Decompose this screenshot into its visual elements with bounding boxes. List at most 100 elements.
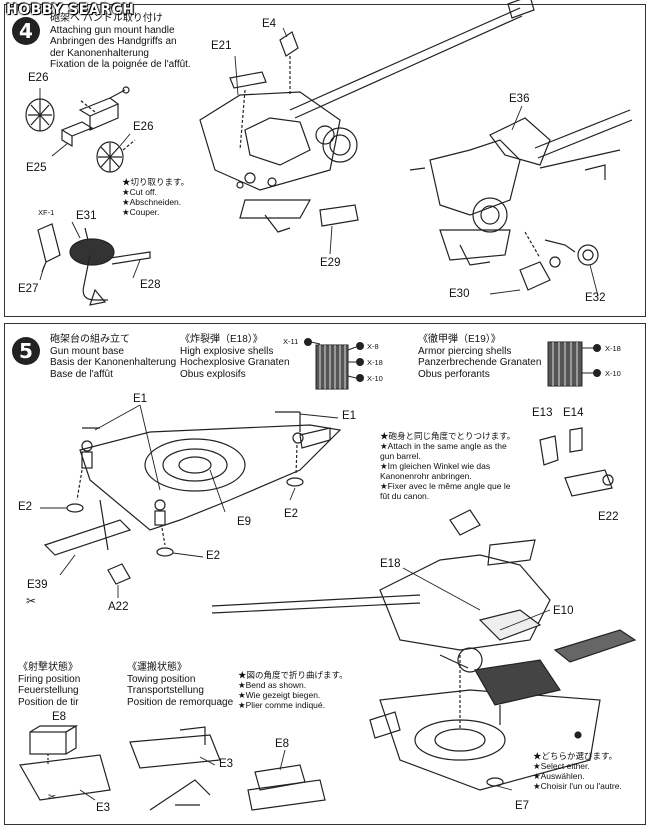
bend-note: ★図の角度で折り曲げます。 ★Bend as shown. ★Wie gezei… — [238, 670, 348, 710]
part-label-e18: E18 — [380, 558, 401, 570]
firing-position-en: Firing position — [18, 673, 81, 685]
step-4-title: 砲架へ ハンドル取り付け Attaching gun mount handle … — [50, 13, 191, 71]
firing-position-jp: 《射撃状態》 — [18, 662, 78, 673]
cut-off-note-de: ★Abschneiden. — [122, 197, 182, 207]
he-shells-title-de: Hochexplosive Granaten — [180, 357, 290, 368]
he-shells-title-fr: Obus explosifs — [180, 368, 246, 380]
bend-note-jp: ★図の角度で折り曲げます。 — [238, 670, 348, 680]
towing-position-drawing — [129, 726, 221, 811]
part-label-e10: E10 — [553, 605, 574, 617]
paint-label-x11: X-11 — [283, 337, 299, 346]
angle-note-de-1: ★Im gleichen Winkel wie das — [380, 461, 491, 471]
towing-position-jp: 《運搬状態》 — [127, 662, 187, 673]
ap-shells-title-jp: 《徹甲弾（E19）》 — [418, 334, 501, 345]
angle-note-fr-2: fût du canon. — [380, 491, 430, 501]
step-5-title: 砲架台の組み立て Gun mount base Basis der Kanone… — [50, 334, 176, 380]
step-4-title-en: Attaching gun mount handle — [50, 24, 175, 36]
firing-position-fr: Position de tir — [18, 696, 79, 708]
towing-position-title: 《運搬状態》 Towing position Transportstellung… — [127, 662, 233, 708]
part-label-e2-bottom: E2 — [206, 550, 221, 562]
part-label-e1-left: E1 — [133, 393, 148, 405]
step-5-leader-lines — [40, 404, 551, 801]
step-5-title-jp: 砲架台の組み立て — [50, 334, 130, 345]
paint-label-he-x18: X-18 — [367, 358, 383, 367]
part-label-e14: E14 — [563, 407, 584, 419]
part-label-e4: E4 — [262, 18, 277, 30]
part-label-e28: E28 — [140, 279, 161, 291]
select-note-fr: ★Choisir l'un ou l'autre. — [533, 781, 622, 791]
paint-label-x8: X-8 — [367, 342, 379, 351]
firing-position-title: 《射撃状態》 Firing position Feuerstellung Pos… — [18, 662, 80, 708]
part-label-e7: E7 — [515, 800, 530, 812]
step-5-title-en: Gun mount base — [50, 345, 124, 357]
step-4-leader-lines — [39, 27, 599, 297]
angle-note-jp: ★砲身と同じ角度でとりつけます。 — [380, 431, 516, 441]
paint-label-xf1: XF-1 — [38, 208, 55, 217]
angle-note-en-2: gun barrel. — [380, 451, 421, 461]
part-label-e21: E21 — [211, 40, 232, 52]
part-label-e13: E13 — [532, 407, 553, 419]
step-5-panel — [4, 323, 646, 825]
step-4-title-de: Anbringen des Handgriffs an — [50, 36, 177, 47]
bracket-e25-drawing — [60, 86, 130, 148]
hobby-search-watermark: HOBBY SEARCH — [6, 2, 135, 18]
bend-note-de: ★Wie gezeigt biegen. — [238, 690, 321, 700]
sight-bracket-e13-e14-e22-drawing — [539, 427, 614, 497]
part-label-e1-right: E1 — [342, 410, 357, 422]
part-label-e25: E25 — [26, 162, 47, 174]
paint-label-ap-x18: X-18 — [605, 344, 621, 353]
paint-label-ap-x10: X-10 — [605, 369, 621, 378]
cut-off-note-en: ★Cut off. — [122, 187, 157, 197]
part-label-e29: E29 — [320, 257, 341, 269]
firing-position-de: Feuerstellung — [18, 685, 79, 696]
part-label-e8-bend: E8 — [275, 738, 290, 750]
paint-label-he-x10: X-10 — [367, 374, 383, 383]
ap-shells-title: 《徹甲弾（E19）》 Armor piercing shells Panzerb… — [418, 334, 541, 380]
gun-assembly-right-drawing — [409, 109, 633, 291]
part-label-e8-firing: E8 — [52, 711, 67, 723]
select-note-en: ★Select either. — [533, 761, 590, 771]
he-shells-title: 《炸裂弾（E18）》 High explosive shells Hochexp… — [180, 334, 290, 380]
ap-shells-title-fr: Obus perforants — [418, 368, 490, 380]
part-label-e30: E30 — [449, 288, 470, 300]
angle-note: ★砲身と同じ角度でとりつけます。 ★Attach in the same ang… — [380, 431, 515, 501]
part-label-e26-left: E26 — [28, 72, 49, 84]
part-label-e31: E31 — [76, 210, 97, 222]
cut-off-note-fr: ★Couper. — [122, 207, 160, 217]
step-4-panel — [4, 4, 646, 317]
part-label-e22: E22 — [598, 511, 619, 523]
select-note: ★どちらか選びます。 ★Select either. ★Auswählen. ★… — [533, 751, 622, 791]
angle-note-en-1: ★Attach in the same angle as the — [380, 441, 507, 451]
step-4-title-jp: 砲架へ ハンドル取り付け — [50, 13, 163, 24]
step-5-number: 5 — [12, 337, 40, 365]
bend-e8-drawing — [247, 764, 326, 811]
towing-position-fr: Position de remorquage — [127, 696, 234, 708]
gun-mount-base-e9-drawing: ✂ — [26, 411, 342, 608]
he-shells-title-jp: 《炸裂弾（E18）》 — [180, 334, 263, 345]
towing-position-de: Transportstellung — [127, 685, 204, 696]
step-4-number: 4 — [12, 17, 40, 45]
step-5-title-de: Basis der Kanonenhalterung — [50, 357, 177, 368]
ap-shells-title-en: Armor piercing shells — [418, 345, 512, 357]
part-label-e36: E36 — [509, 93, 530, 105]
gun-assembly-center-drawing — [199, 0, 535, 233]
part-label-e2-left: E2 — [18, 501, 33, 513]
part-label-e9: E9 — [237, 516, 252, 528]
gun-assembled-drawing — [211, 509, 637, 791]
step-4-title-de2: der Kanonenhalterung — [50, 47, 149, 59]
step-4-illustration — [25, 0, 633, 306]
ap-shells-title-de: Panzerbrechende Granaten — [418, 357, 542, 368]
cut-off-note: ★切り取ります。 ★Cut off. ★Abschneiden. ★Couper… — [122, 177, 189, 217]
part-label-e26-right: E26 — [133, 121, 154, 133]
step-4-title-fr: Fixation de la poignée de l'affût. — [50, 59, 191, 70]
part-label-e2-right: E2 — [284, 508, 299, 520]
svg-text:✂: ✂ — [48, 792, 56, 803]
handwheel-e26-right-drawing — [96, 139, 136, 173]
ap-shell-rack-drawing — [547, 341, 601, 387]
part-label-e39: E39 — [27, 579, 48, 591]
handle-e31-e28-drawing — [37, 223, 151, 306]
svg-text:✂: ✂ — [26, 594, 36, 608]
angle-note-fr-1: ★Fixer avec le même angle que le — [380, 481, 511, 491]
